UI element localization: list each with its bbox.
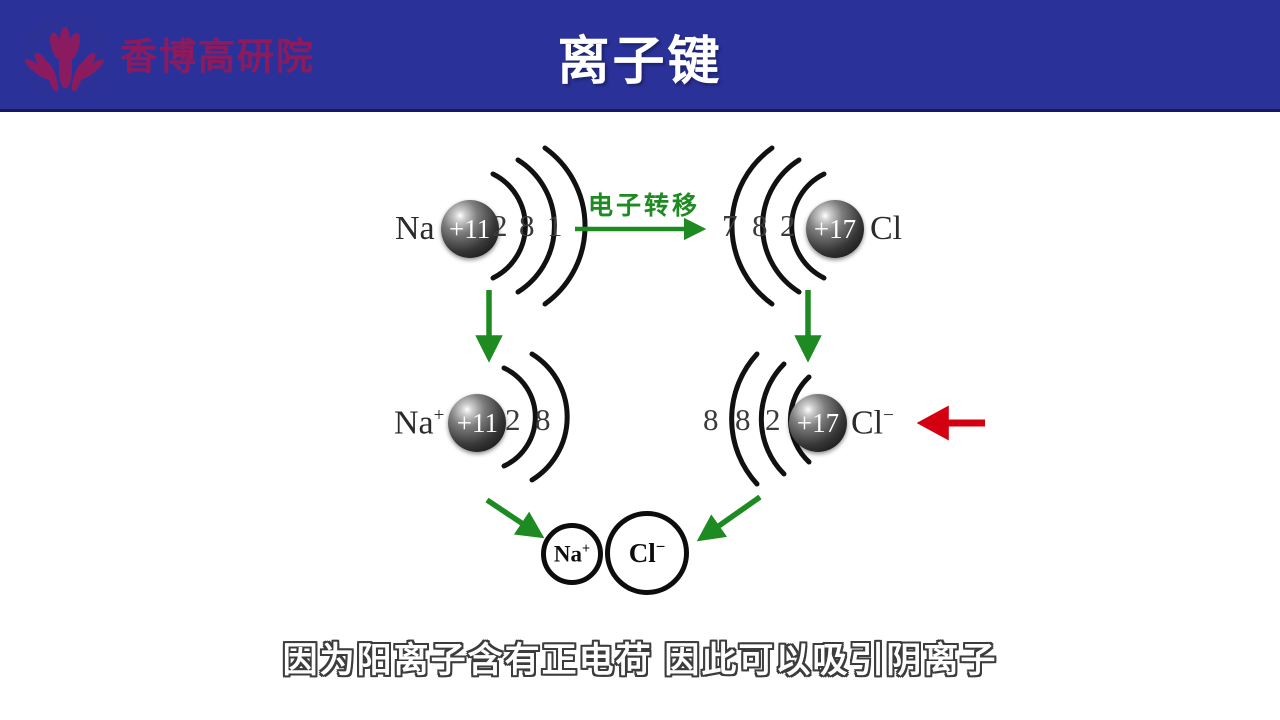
video-subtitle: 因为阳离子含有正电荷 因此可以吸引阴离子 (282, 641, 998, 680)
chloride-ion: +17 Cl− (789, 388, 894, 458)
sodium-atom: Na +11 (395, 194, 499, 264)
product-cation-element: Na (553, 541, 582, 567)
diagram-vector-layer (475, 145, 985, 542)
product-cation-charge: + (582, 540, 591, 557)
sodium-ion-nucleus: +11 (448, 394, 507, 452)
product-anion-label: Cl− (629, 537, 666, 569)
electron-transfer-label: 电子转移 (588, 193, 701, 220)
chloride-ion-nucleus: +17 (789, 394, 847, 452)
sodium-ion-to-product-arrow (485, 497, 545, 539)
flower-emblem-icon (18, 10, 110, 102)
chlorine-atom-shells (729, 145, 827, 307)
page-title: 离子键 (557, 32, 723, 91)
sodium-atom-shells (490, 145, 588, 307)
product-anion-element: Cl (628, 538, 656, 568)
emblem-petal (59, 46, 72, 88)
product-anion-circle: Cl− (605, 511, 689, 595)
chlorine-atom: +17 Cl (806, 194, 902, 264)
sodium-ion-shell-count-2: 8 (535, 402, 551, 437)
chloride-ion-element: Cl (851, 404, 884, 442)
sodium-ion-shells (501, 351, 570, 483)
product-cation-label: Na+ (554, 541, 590, 568)
sodium-atom-symbol: Na (395, 210, 435, 247)
sodium-atom-nucleus: +11 (440, 200, 499, 258)
sodium-shell-count-3: 1 (547, 208, 563, 243)
sodium-shell-count-2: 8 (519, 208, 535, 243)
brand-name: 香博高研院 (120, 35, 315, 77)
brand-logo: 香博高研院 (18, 10, 348, 102)
chlorine-shell-count-3: 2 (780, 208, 796, 243)
emblem-inner-ring (31, 23, 99, 91)
product-cation-circle: Na+ (541, 523, 603, 585)
sodium-ion: Na+ +11 (394, 388, 507, 458)
sodium-ion-symbol: Na+ (394, 406, 444, 440)
chloride-ion-shell-count-1: 8 (703, 402, 719, 437)
chloride-ion-charge: − (883, 404, 894, 426)
sodium-ion-shell-count-1: 2 (505, 402, 521, 437)
page-header: 香博高研院 离子键 (0, 0, 1280, 112)
chlorine-shell-count-2: 8 (752, 208, 768, 243)
chlorine-atom-nucleus: +17 (806, 200, 864, 258)
sodium-shell-count-1: 2 (492, 208, 508, 243)
chloride-ion-shell-count-3: 2 (765, 402, 781, 437)
chloride-ion-symbol: Cl− (851, 406, 894, 440)
chlorine-atom-symbol: Cl (870, 210, 903, 247)
chlorine-shell-count-1: 7 (722, 208, 738, 243)
product-anion-charge: − (655, 537, 666, 556)
sodium-ion-charge: + (433, 404, 445, 426)
chloride-ion-to-product-arrow (696, 494, 762, 542)
sodium-ion-element: Na (394, 404, 434, 442)
ionic-bond-diagram: 电子转移 Na +11 2 8 1 7 8 2 +17 Cl Na+ +11 2… (0, 112, 1280, 720)
emblem-petal (60, 27, 70, 51)
chloride-ion-shell-count-2: 8 (735, 402, 751, 437)
